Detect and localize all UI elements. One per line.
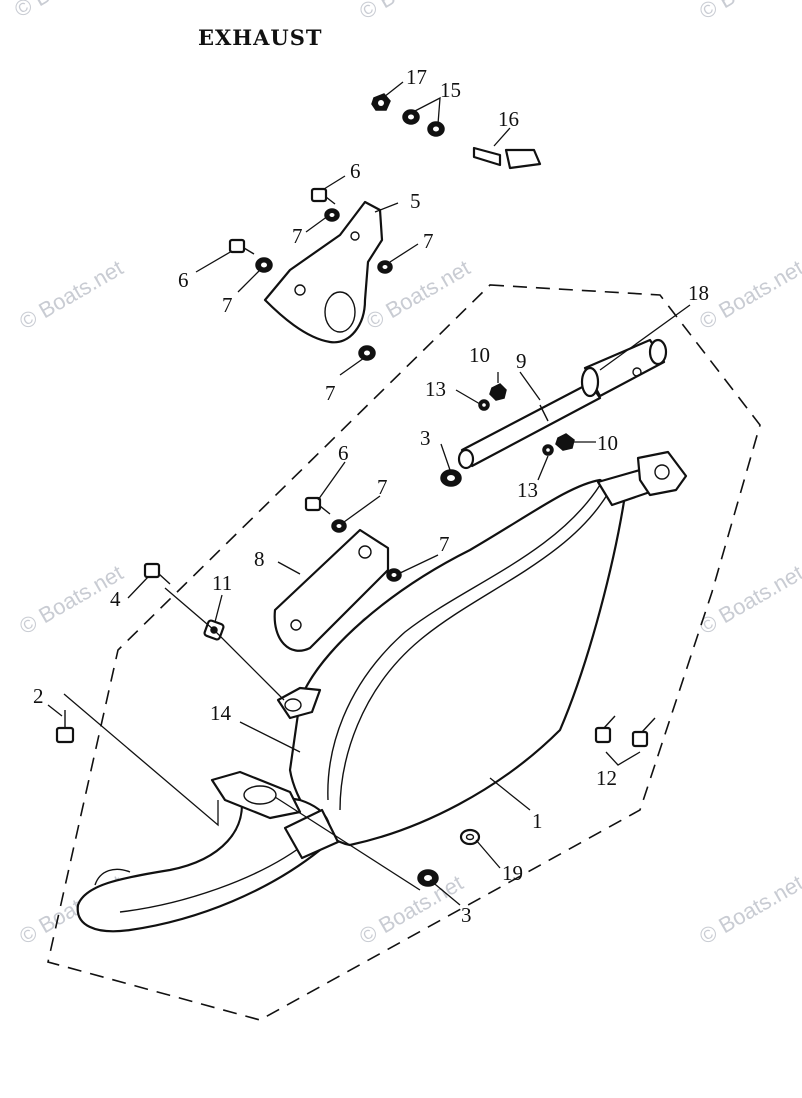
- callout-13: 13: [425, 377, 446, 401]
- exhaust-head-pipe: [76, 770, 340, 933]
- watermark: © Boats.net: [355, 870, 467, 949]
- callout-11: 11: [212, 571, 232, 595]
- watermark: © Boats.net: [695, 255, 802, 334]
- callout-9: 9: [516, 349, 527, 373]
- callout-7: 7: [222, 293, 233, 317]
- callout-10: 10: [597, 431, 618, 455]
- muffler: [276, 450, 688, 847]
- callout-3: 3: [420, 426, 431, 450]
- watermark: © Boats.net: [695, 870, 802, 949]
- tail-pipe: [457, 338, 668, 470]
- callouts: 1 2 3 3 4 5 6 6 6 7 7 7 7 7 7 8 9 10 10 …: [33, 65, 709, 927]
- watermark: © Boats.net: [695, 0, 802, 24]
- diagram-title: EXHAUST: [198, 25, 323, 50]
- callout-13: 13: [517, 478, 538, 502]
- callout-5: 5: [410, 189, 421, 213]
- upper-bracket: [263, 200, 384, 344]
- watermark: © Boats.net: [15, 255, 127, 334]
- callout-7: 7: [377, 475, 388, 499]
- callout-2: 2: [33, 684, 44, 708]
- callout-7: 7: [292, 224, 303, 248]
- heat-shield-bracket: [273, 528, 390, 652]
- callout-7: 7: [439, 532, 450, 556]
- callout-7: 7: [325, 381, 336, 405]
- callout-12: 12: [596, 766, 617, 790]
- watermark: © Boats.net: [695, 560, 802, 639]
- callout-7: 7: [423, 229, 434, 253]
- callout-16: 16: [498, 107, 519, 131]
- callout-14: 14: [210, 701, 232, 725]
- callout-17: 17: [406, 65, 427, 89]
- callout-1: 1: [532, 809, 543, 833]
- watermark: © Boats.net: [355, 0, 467, 24]
- callout-4: 4: [110, 587, 121, 611]
- callout-6: 6: [350, 159, 361, 183]
- callout-8: 8: [254, 547, 265, 571]
- assembly-boundary: [47, 284, 761, 1021]
- callout-6: 6: [178, 268, 189, 292]
- watermark: © Boats.net: [10, 0, 122, 22]
- callout-19: 19: [502, 861, 523, 885]
- callout-15: 15: [440, 78, 461, 102]
- callout-18: 18: [688, 281, 709, 305]
- callout-3: 3: [461, 903, 472, 927]
- hardware: [55, 93, 656, 887]
- leader-lines: [47, 81, 691, 906]
- callout-10: 10: [469, 343, 490, 367]
- callout-6: 6: [338, 441, 349, 465]
